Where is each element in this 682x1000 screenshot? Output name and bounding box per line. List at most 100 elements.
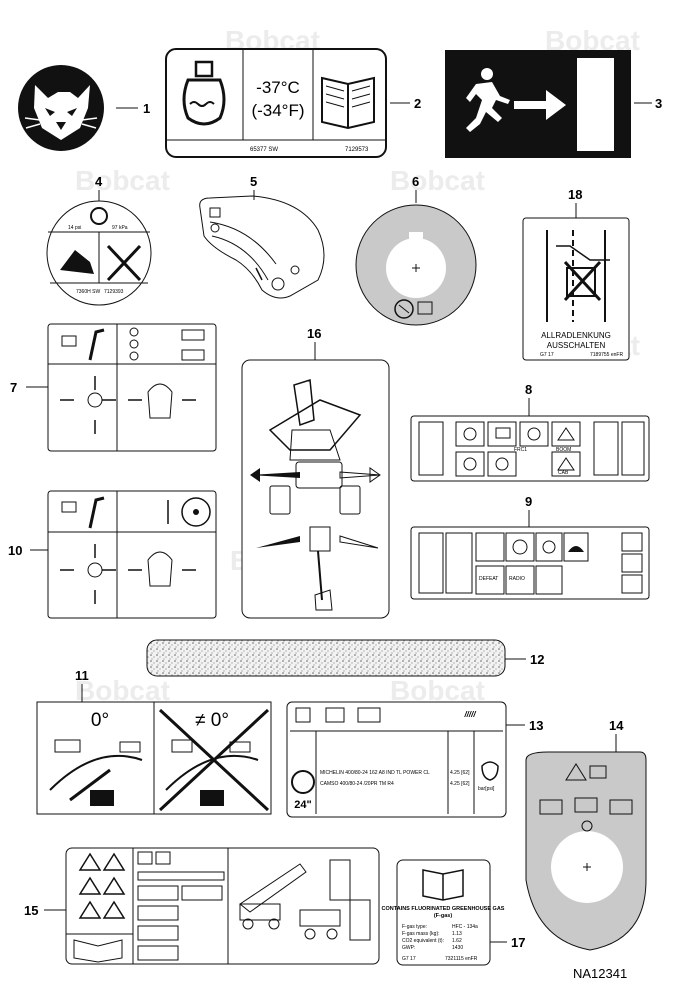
angle-not-label: ≠ 0° [195, 710, 229, 731]
decal-2-coolant: -37°C (-34°F) 65377 SW 7129573 [165, 48, 387, 158]
fgas-code1: G7 17 [402, 956, 416, 962]
decal-18-line1: ALLRADLENKUNG [541, 331, 611, 340]
arrow-left-icon [250, 468, 260, 482]
hand-icon [147, 551, 173, 587]
decal-4-tyre-pressure: 14 psi 97 kPa 7360H SW 7129393 [46, 200, 152, 306]
fgas-row-key: F-gas mass (kg): [402, 931, 440, 937]
callout-5: 5 [250, 174, 257, 189]
decal-9-label-defeat: DEFEAT [479, 576, 498, 582]
steering-wheel-icon [181, 497, 211, 527]
book-icon [61, 501, 77, 513]
telehandler-icon [90, 790, 114, 806]
manual-book-icon [422, 869, 464, 901]
decal-8-label-cab: CAB [558, 470, 569, 476]
callout-12: 12 [530, 652, 544, 667]
cross-icon [158, 708, 270, 812]
fgas-row-value: 1.62 [452, 938, 462, 944]
decal-11-level: 0° ≠ 0° [36, 701, 272, 815]
running-man-icon [466, 68, 510, 132]
decal-18-code1: G7 17 [540, 352, 554, 358]
book-icon [589, 765, 607, 779]
pressure-warning-icon [481, 761, 499, 781]
decal-6-keyswitch [355, 204, 477, 326]
manual-book-icon [321, 76, 375, 130]
decal-8-switch-panel: FRC1 BOOM CAB [410, 415, 650, 482]
gauge-icon [357, 707, 381, 723]
callout-8: 8 [525, 382, 532, 397]
decal-1-logo [18, 65, 104, 151]
decal-9-switch-panel: DEFEAT RADIO [410, 526, 650, 600]
decal-3-exit [445, 50, 631, 158]
joystick-icon [88, 328, 105, 361]
decal-10-controls [47, 490, 217, 619]
angle-ok-label: 0° [91, 710, 109, 731]
fgas-row-key: CO2 equivalent (t): [402, 938, 444, 944]
vehicle-icon [566, 267, 596, 297]
power-icon [271, 277, 285, 291]
tire-val-1: 4.25 [62] [450, 770, 470, 776]
decal-18-steering: ALLRADLENKUNG AUSSCHALTEN G7 17 7189755 … [522, 217, 630, 361]
decal-5-switch [199, 195, 325, 299]
watermark-text: Bobcat [75, 165, 170, 196]
tire-unit: bar[psi] [478, 786, 495, 792]
callout-9: 9 [525, 494, 532, 509]
joystick-icon [88, 496, 105, 529]
callout-15: 15 [24, 903, 38, 918]
light-icon [542, 540, 556, 554]
decal-9-label-radio: RADIO [509, 576, 525, 582]
fgas-title: CONTAINS FLUORINATED GREENHOUSE GAS [382, 906, 505, 912]
book-icon [417, 301, 433, 315]
watermark-text: Bobcat [75, 675, 170, 706]
tire-icon [291, 770, 315, 794]
decal-14-plate [525, 751, 647, 951]
callout-6: 6 [412, 174, 419, 189]
tire-icon [90, 207, 108, 225]
warning-icon [78, 852, 126, 871]
fgas-row-value: 1.13 [452, 931, 462, 937]
callout-17: 17 [511, 935, 525, 950]
fgas-row-value: HFC - 134a [452, 924, 478, 930]
callout-13: 13 [529, 718, 543, 733]
decal-13-tire-info: ///// 24" MICHELIN 400/80-24 162 A8 IND … [286, 701, 507, 818]
callout-16: 16 [307, 326, 321, 341]
decal-4-psi: 14 psi [68, 225, 81, 231]
decal-7-controls [47, 323, 217, 452]
temp-fahrenheit: (-34°F) [251, 101, 304, 120]
arrow-right-icon [514, 90, 566, 120]
book-icon [325, 707, 345, 723]
decal-17-fgas: CONTAINS FLUORINATED GREENHOUSE GAS (F-g… [382, 859, 505, 966]
decal-4-kpa: 97 kPa [112, 225, 128, 231]
callout-10: 10 [8, 543, 22, 558]
prohibited-icon [106, 244, 142, 282]
callout-11: 11 [75, 668, 89, 683]
hand-icon [147, 383, 173, 419]
decal-16-joystick [241, 359, 390, 619]
decal-8-label-frc1: FRC1 [514, 447, 527, 453]
decal-12-strip [146, 639, 506, 677]
decal-18-line2: AUSSCHALTEN [547, 341, 606, 350]
decal-4-code2: 7129393 [104, 289, 124, 295]
switch-icon [209, 207, 221, 218]
callout-3: 3 [655, 96, 662, 111]
callout-14: 14 [609, 718, 624, 733]
decal-4-code1: 7360H SW [76, 289, 100, 295]
telehandler-icon [200, 790, 224, 806]
watermark-text: Bobcat [390, 165, 485, 196]
decal-2-code2: 7129573 [345, 147, 369, 153]
headlight-icon [495, 457, 509, 471]
fan-icon [527, 427, 541, 441]
boom-icon [239, 863, 307, 913]
callout-2: 2 [414, 96, 421, 111]
work-light-icon [557, 427, 575, 441]
callout-7: 7 [10, 380, 17, 395]
tire-line-1: MICHELIN 400/80-24 162 A8 IND TL POWER C… [320, 770, 430, 776]
fgas-subtitle: (F-gas) [434, 913, 453, 919]
callout-1: 1 [143, 101, 150, 116]
fgas-row-value: 1430 [452, 945, 463, 951]
manual-book-icon [73, 939, 123, 963]
figure-id: NA12341 [573, 966, 627, 981]
decal-8-label-boom: BOOM [556, 447, 571, 453]
tire-line-2: CAMSO 400/80-24 /20PR TM R4 [320, 781, 394, 787]
svg-text://///: ///// [463, 710, 476, 719]
